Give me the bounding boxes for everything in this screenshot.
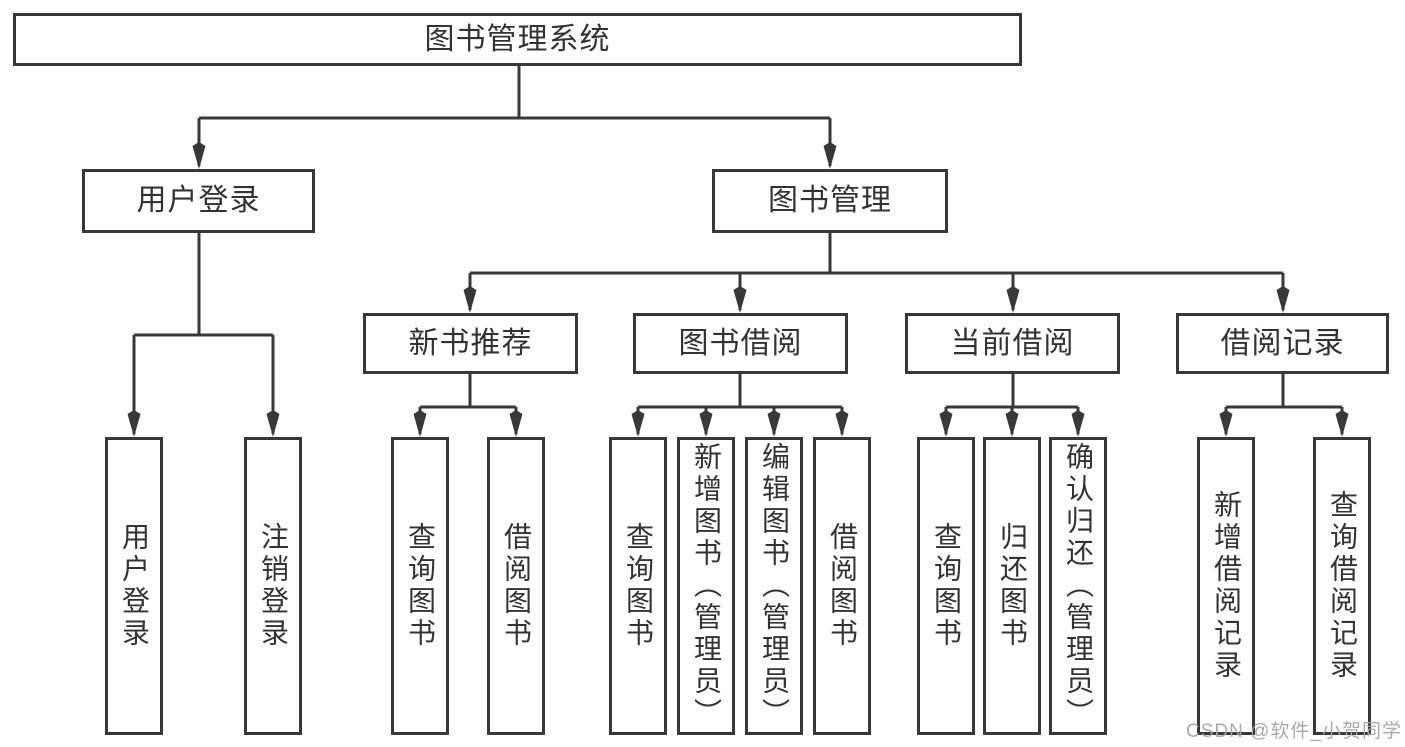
node-new-book-recommend: 新书推荐 (363, 313, 578, 374)
leaf-borrow-books: 借阅图书 (813, 437, 871, 735)
leaf-query-borrow-record: 查询借阅记录 (1313, 437, 1371, 735)
node-book-management: 图书管理 (712, 169, 948, 233)
node-user-login: 用户登录 (82, 169, 315, 233)
leaf-borrow-books-recommend: 借阅图书 (487, 437, 545, 735)
leaf-add-borrow-record: 新增借阅记录 (1197, 437, 1255, 735)
node-borrow-records: 借阅记录 (1176, 313, 1389, 374)
leaf-edit-books-admin: 编辑图书（管理员） (745, 437, 803, 735)
leaf-query-books-current: 查询图书 (917, 437, 975, 735)
node-root: 图书管理系统 (13, 13, 1022, 66)
leaf-confirm-return-admin: 确认归还（管理员） (1049, 437, 1107, 735)
watermark: CSDN @软件_小贺同学 (1186, 721, 1402, 742)
node-book-borrow: 图书借阅 (633, 313, 848, 374)
leaf-user-login: 用户登录 (105, 437, 163, 735)
leaf-query-books-borrow: 查询图书 (609, 437, 667, 735)
leaf-query-books-recommend: 查询图书 (391, 437, 449, 735)
leaf-logout: 注销登录 (244, 437, 302, 735)
leaf-add-books-admin: 新增图书（管理员） (677, 437, 735, 735)
leaf-return-books: 归还图书 (983, 437, 1041, 735)
node-current-borrow: 当前借阅 (905, 313, 1120, 374)
arrowheads (127, 142, 1349, 437)
